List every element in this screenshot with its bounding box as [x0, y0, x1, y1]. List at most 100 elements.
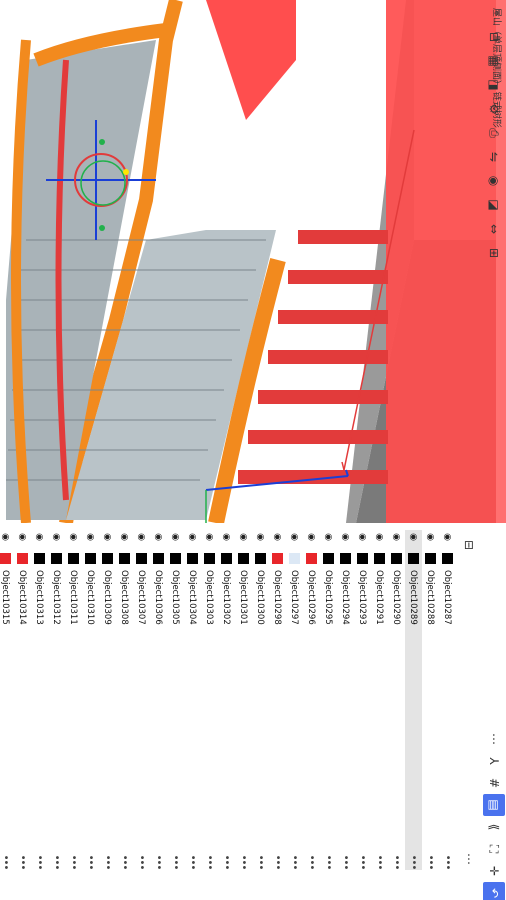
- object-row[interactable]: ◉Object10308•••: [116, 530, 133, 870]
- object-row[interactable]: ◉Object10302•••: [218, 530, 235, 870]
- visibility-eye-icon[interactable]: ◉: [272, 533, 283, 541]
- object-row[interactable]: ◉Object10294•••: [337, 530, 354, 870]
- more-options-icon[interactable]: •••: [374, 854, 385, 870]
- object-row[interactable]: ◉Object10297•••: [286, 530, 303, 870]
- more-options-icon[interactable]: •••: [221, 854, 232, 870]
- texture-icon[interactable]: ◪: [487, 199, 501, 211]
- menu-dots-icon[interactable]: ⋯: [487, 733, 501, 745]
- visibility-eye-icon[interactable]: ◉: [119, 533, 130, 541]
- center-icon[interactable]: ✛: [487, 865, 501, 877]
- object-row[interactable]: ◉Object10309•••: [99, 530, 116, 870]
- gear-icon[interactable]: ⚙: [487, 103, 501, 115]
- visibility-eye-icon[interactable]: ◉: [425, 533, 436, 541]
- more-options-icon[interactable]: •••: [34, 854, 45, 870]
- more-options-icon[interactable]: •••: [136, 854, 147, 870]
- visibility-eye-icon[interactable]: ◉: [68, 533, 79, 541]
- object-row[interactable]: ◉Object10315•••: [0, 530, 14, 870]
- visibility-eye-icon[interactable]: ◉: [442, 533, 453, 541]
- visibility-eye-icon[interactable]: ◉: [204, 533, 215, 541]
- more-options-icon[interactable]: •••: [357, 854, 368, 870]
- more-options-icon[interactable]: •••: [17, 854, 28, 870]
- object-row[interactable]: ◉Object10289•••: [405, 530, 422, 870]
- visibility-eye-icon[interactable]: ◉: [34, 533, 45, 541]
- visibility-eye-icon[interactable]: ◉: [238, 533, 249, 541]
- more-options-icon[interactable]: •••: [119, 854, 130, 870]
- filter-icon[interactable]: ⊟: [462, 539, 476, 551]
- more-options-icon[interactable]: •••: [323, 854, 334, 870]
- more-options-icon[interactable]: •••: [442, 854, 453, 870]
- visibility-eye-icon[interactable]: ◉: [85, 533, 96, 541]
- visibility-eye-icon[interactable]: ◉: [221, 533, 232, 541]
- object-row[interactable]: ◉Object10300•••: [252, 530, 269, 870]
- grid-icon[interactable]: ▦: [487, 55, 501, 67]
- visibility-eye-icon[interactable]: ◉: [357, 533, 368, 541]
- tree-icon[interactable]: ⊞: [487, 247, 501, 259]
- visibility-eye-icon[interactable]: ◉: [306, 533, 317, 541]
- object-row[interactable]: ◉Object10290•••: [388, 530, 405, 870]
- object-row[interactable]: ◉Object10287•••: [439, 530, 456, 870]
- object-row[interactable]: ◉Object10301•••: [235, 530, 252, 870]
- more-options-icon[interactable]: •••: [0, 854, 11, 870]
- more-options-icon[interactable]: •••: [255, 854, 266, 870]
- more-options-icon[interactable]: •••: [425, 854, 436, 870]
- section-icon[interactable]: ⟪: [487, 823, 501, 831]
- object-row[interactable]: ◉Object10305•••: [167, 530, 184, 870]
- visibility-eye-icon[interactable]: ◉: [340, 533, 351, 541]
- more-options-icon[interactable]: •••: [170, 854, 181, 870]
- object-row[interactable]: ◉Object10293•••: [354, 530, 371, 870]
- more-options-icon[interactable]: •••: [102, 854, 113, 870]
- object-row[interactable]: ◉Object10288•••: [422, 530, 439, 870]
- layers-icon[interactable]: ▤: [483, 794, 505, 816]
- visibility-eye-icon[interactable]: ◉: [17, 533, 28, 541]
- object-row[interactable]: ◉Object10295•••: [320, 530, 337, 870]
- more-options-icon[interactable]: •••: [187, 854, 198, 870]
- more-options-icon[interactable]: •••: [408, 854, 419, 870]
- visibility-eye-icon[interactable]: ◉: [136, 533, 147, 541]
- visibility-eye-icon[interactable]: ◉: [102, 533, 113, 541]
- visibility-eye-icon[interactable]: ◉: [255, 533, 266, 541]
- object-row[interactable]: ◉Object10312•••: [48, 530, 65, 870]
- zoom-fit-icon[interactable]: ⊟: [487, 31, 501, 43]
- object-row[interactable]: ◉Object10298•••: [269, 530, 286, 870]
- more-options-icon[interactable]: •••: [51, 854, 62, 870]
- collapse-icon[interactable]: ⌃: [487, 7, 501, 19]
- more-options-icon[interactable]: •••: [289, 854, 300, 870]
- more-options-icon[interactable]: •••: [85, 854, 96, 870]
- more-options-icon[interactable]: •••: [272, 854, 283, 870]
- object-row[interactable]: ◉Object10296•••: [303, 530, 320, 870]
- visibility-eye-icon[interactable]: ◉: [323, 533, 334, 541]
- visibility-eye-icon[interactable]: ◉: [170, 533, 181, 541]
- visibility-eye-icon[interactable]: ◉: [0, 533, 11, 541]
- object-row[interactable]: ◉Object10304•••: [184, 530, 201, 870]
- move-icon[interactable]: ⇔: [487, 223, 501, 235]
- object-row[interactable]: ◉Object10313•••: [31, 530, 48, 870]
- print-icon[interactable]: ⎙: [487, 128, 502, 138]
- fit-icon[interactable]: ⛶: [487, 844, 502, 854]
- visibility-eye-icon[interactable]: ◉: [408, 533, 419, 541]
- object-row[interactable]: ◉Object10314•••: [14, 530, 31, 870]
- visibility-eye-icon[interactable]: ◉: [153, 533, 164, 541]
- object-row[interactable]: ◉Object10307•••: [133, 530, 150, 870]
- settings-icon[interactable]: ⋯: [462, 853, 476, 865]
- object-row[interactable]: ◉Object10303•••: [201, 530, 218, 870]
- 3d-viewport[interactable]: 屋山（单层顶侧面） 链式树形: [0, 0, 506, 523]
- more-options-icon[interactable]: •••: [238, 854, 249, 870]
- axis-icon[interactable]: ⅄: [487, 757, 501, 765]
- flip-icon[interactable]: ⇋: [487, 151, 501, 163]
- object-row[interactable]: ◉Object10291•••: [371, 530, 388, 870]
- visibility-eye-icon[interactable]: ◉: [374, 533, 385, 541]
- visibility-eye-icon[interactable]: ◉: [187, 533, 198, 541]
- more-options-icon[interactable]: •••: [204, 854, 215, 870]
- object-row[interactable]: ◉Object10306•••: [150, 530, 167, 870]
- more-options-icon[interactable]: •••: [68, 854, 79, 870]
- more-options-icon[interactable]: •••: [391, 854, 402, 870]
- grid-toggle-icon[interactable]: #: [487, 777, 501, 789]
- visibility-eye-icon[interactable]: ◉: [289, 533, 300, 541]
- more-options-icon[interactable]: •••: [340, 854, 351, 870]
- object-row[interactable]: ◉Object10311•••: [65, 530, 82, 870]
- more-options-icon[interactable]: •••: [153, 854, 164, 870]
- object-row[interactable]: ◉Object10310•••: [82, 530, 99, 870]
- visibility-eye-icon[interactable]: ◉: [391, 533, 402, 541]
- visibility-eye-icon[interactable]: ◉: [51, 533, 62, 541]
- camera-icon[interactable]: ◉: [487, 175, 501, 187]
